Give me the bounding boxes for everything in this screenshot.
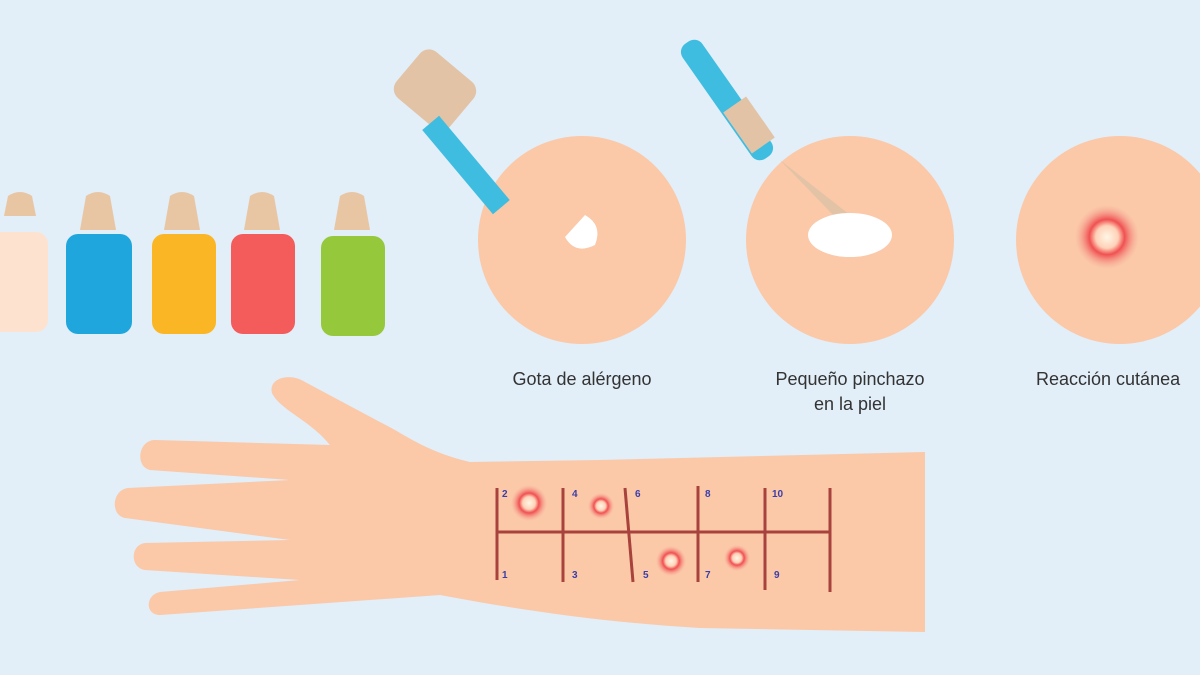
grid-number: 7 xyxy=(705,570,711,581)
grid-number: 8 xyxy=(705,489,711,500)
step-1-label: Gota de alérgeno xyxy=(512,369,651,389)
grid-numbers: 2 4 6 8 10 1 3 5 7 9 xyxy=(502,489,784,581)
reaction-5 xyxy=(656,546,686,576)
test-grid xyxy=(495,486,832,592)
reaction-wheal xyxy=(1075,205,1139,269)
grid-number: 5 xyxy=(643,570,649,581)
bottle-blue xyxy=(66,192,132,334)
step-skin-reaction: Reacción cutánea xyxy=(1016,136,1200,389)
drop-icon xyxy=(565,215,598,249)
forearm-with-test-grid: 2 4 6 8 10 1 3 5 7 9 xyxy=(114,377,926,632)
reaction-2 xyxy=(511,485,547,521)
step-3-label: Reacción cutánea xyxy=(1036,369,1181,389)
step-drop-of-allergen: Gota de alérgeno xyxy=(393,49,686,389)
grid-number: 10 xyxy=(772,489,784,500)
step-2-label-line2: en la piel xyxy=(814,394,886,414)
bottle-green xyxy=(321,192,385,336)
step-2-label-line1: Pequeño pinchazo xyxy=(775,369,924,389)
reaction-4 xyxy=(588,493,614,519)
grid-number: 6 xyxy=(635,489,641,500)
step-skin-prick: Pequeño pinchazo en la piel xyxy=(680,39,954,414)
skin-prick-mark xyxy=(808,213,892,257)
lancet-icon xyxy=(680,39,850,220)
dropper-icon xyxy=(393,49,510,215)
grid-number: 4 xyxy=(572,489,578,500)
allergen-bottles xyxy=(0,192,385,336)
grid-number: 9 xyxy=(774,570,780,581)
grid-number: 3 xyxy=(572,570,578,581)
bottle-cream xyxy=(0,192,48,332)
grid-number: 1 xyxy=(502,570,508,581)
reaction-7 xyxy=(724,545,750,571)
bottle-yellow xyxy=(152,192,216,334)
bottle-red xyxy=(231,192,295,334)
grid-number: 2 xyxy=(502,489,508,500)
